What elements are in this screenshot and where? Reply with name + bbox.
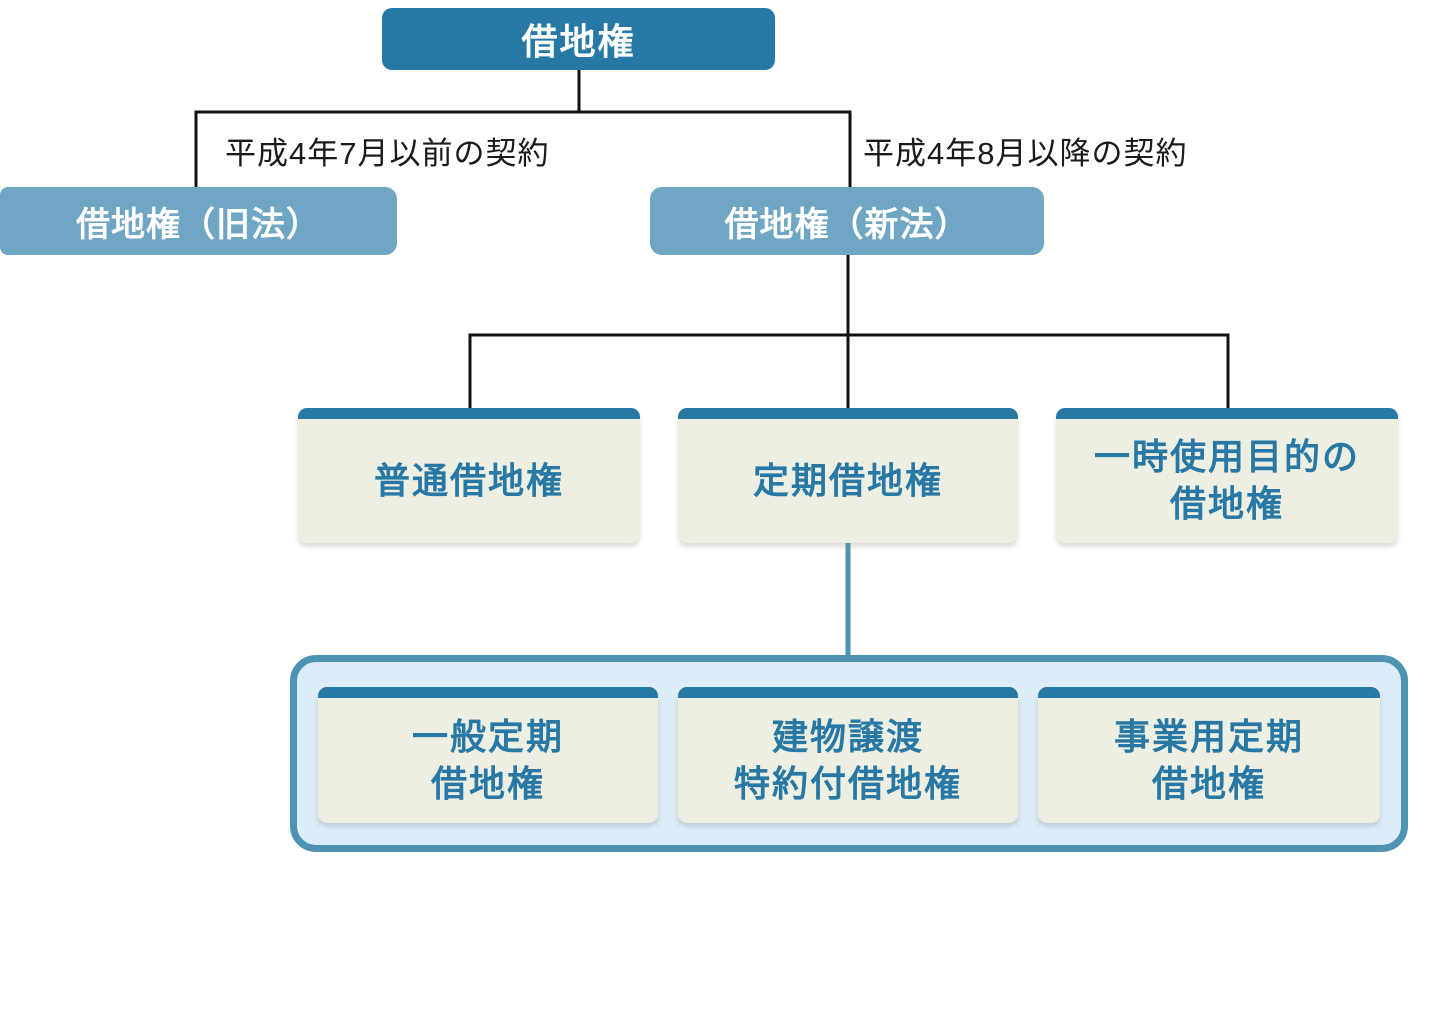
node-business-fixed-term-leasehold: 事業用定期 借地権	[1038, 687, 1380, 823]
node-building-transfer-special-leasehold: 建物譲渡 特約付借地権	[678, 687, 1018, 823]
node-general-fixed-term-leasehold: 一般定期 借地権	[318, 687, 658, 823]
card-top-bar	[1056, 408, 1398, 419]
edge-label-contracts-before-july-h4: 平成4年7月以前の契約	[225, 136, 550, 171]
node-label: 定期借地権	[752, 459, 943, 501]
node-ordinary-leasehold: 普通借地権	[298, 408, 640, 543]
card-top-bar	[678, 408, 1018, 419]
node-temporary-use-leasehold: 一時使用目的の 借地権	[1056, 408, 1398, 543]
card-top-bar	[298, 408, 640, 419]
card-top-bar	[678, 687, 1018, 698]
node-label: 一時使用目的の 借地権	[1093, 436, 1360, 524]
node-fixed-term-leasehold: 定期借地権	[678, 408, 1018, 543]
card-top-bar	[318, 687, 658, 698]
node-leasehold-root: 借地権	[382, 8, 775, 70]
node-label: 借地権（旧法）	[76, 205, 321, 244]
node-label: 普通借地権	[373, 459, 564, 501]
node-label: 建物譲渡 特約付借地権	[733, 715, 962, 804]
node-label: 事業用定期 借地権	[1113, 715, 1304, 804]
node-label: 一般定期 借地権	[411, 715, 564, 804]
edge-label-contracts-after-august-h4: 平成4年8月以降の契約	[863, 136, 1188, 171]
card-top-bar	[1038, 687, 1380, 698]
node-label: 借地権	[521, 21, 636, 62]
node-label: 借地権（新法）	[724, 205, 970, 244]
node-leasehold-new-law: 借地権（新法）	[650, 187, 1044, 255]
node-leasehold-old-law: 借地権（旧法）	[0, 187, 397, 255]
